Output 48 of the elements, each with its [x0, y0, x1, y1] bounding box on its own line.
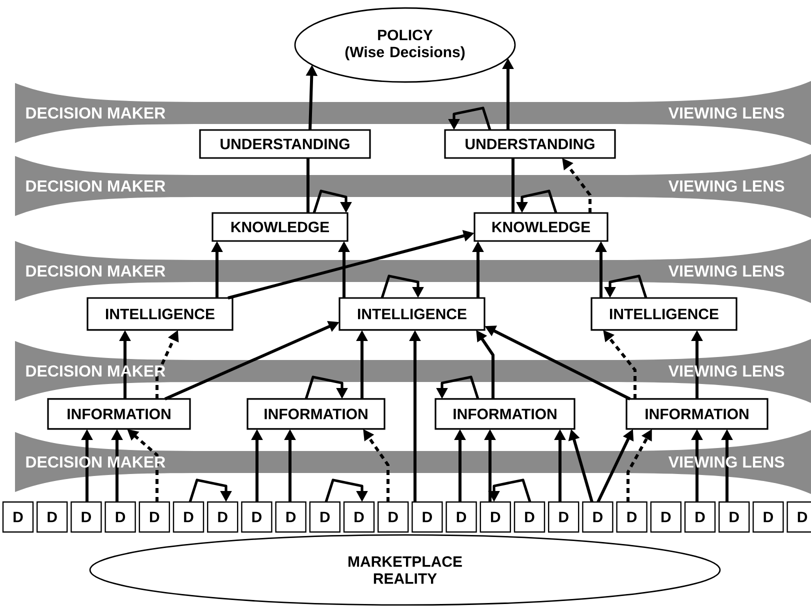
small-box: D	[104, 501, 136, 533]
process-box: INTELLIGENCE	[86, 297, 234, 331]
small-box: D	[718, 501, 750, 533]
process-box: UNDERSTANDING	[444, 129, 616, 159]
small-box: D	[207, 501, 238, 533]
small-box: D	[650, 501, 682, 533]
process-box: INFORMATION	[47, 398, 191, 430]
small-box: D	[70, 501, 102, 533]
small-box: D	[138, 501, 170, 533]
small-box: D	[582, 501, 614, 533]
small-box: D	[172, 501, 204, 533]
band-label: VIEWING LENS	[668, 180, 784, 192]
arrow	[304, 376, 348, 400]
process-box: INFORMATION	[434, 398, 576, 430]
small-box: D	[309, 501, 340, 533]
process-box: KNOWLEDGE	[212, 212, 348, 242]
band-label: VIEWING LENS	[668, 107, 784, 119]
process-box: KNOWLEDGE	[474, 212, 608, 242]
connector-line	[512, 158, 514, 213]
small-box: D	[684, 501, 716, 533]
band-label: DECISION MAKER	[26, 107, 166, 119]
small-box: D	[514, 501, 546, 533]
small-box: D	[241, 501, 272, 533]
arrow	[188, 478, 232, 502]
arrow	[380, 274, 424, 298]
small-box: D	[786, 501, 811, 533]
small-box: D	[378, 501, 409, 533]
small-box: D	[616, 501, 648, 533]
process-box: INTELLIGENCE	[338, 297, 486, 331]
small-box: D	[752, 501, 784, 533]
process-box: UNDERSTANDING	[199, 129, 371, 159]
small-box: D	[275, 501, 306, 533]
band-label: DECISION MAKER	[26, 180, 166, 192]
process-box: INFORMATION	[246, 398, 386, 430]
arrow	[324, 478, 368, 502]
small-box: D	[548, 501, 580, 533]
connector-line	[306, 158, 310, 213]
arrow	[312, 190, 352, 214]
small-box: D	[36, 501, 68, 533]
process-box: INTELLIGENCE	[590, 297, 738, 331]
band-label: DECISION MAKER	[26, 265, 166, 277]
small-box: D	[2, 501, 34, 533]
small-box: D	[480, 501, 511, 533]
band-label: VIEWING LENS	[668, 265, 784, 277]
small-box: D	[446, 501, 477, 533]
small-box: D	[343, 501, 375, 533]
small-box: D	[412, 501, 443, 533]
process-box: INFORMATION	[626, 398, 768, 430]
